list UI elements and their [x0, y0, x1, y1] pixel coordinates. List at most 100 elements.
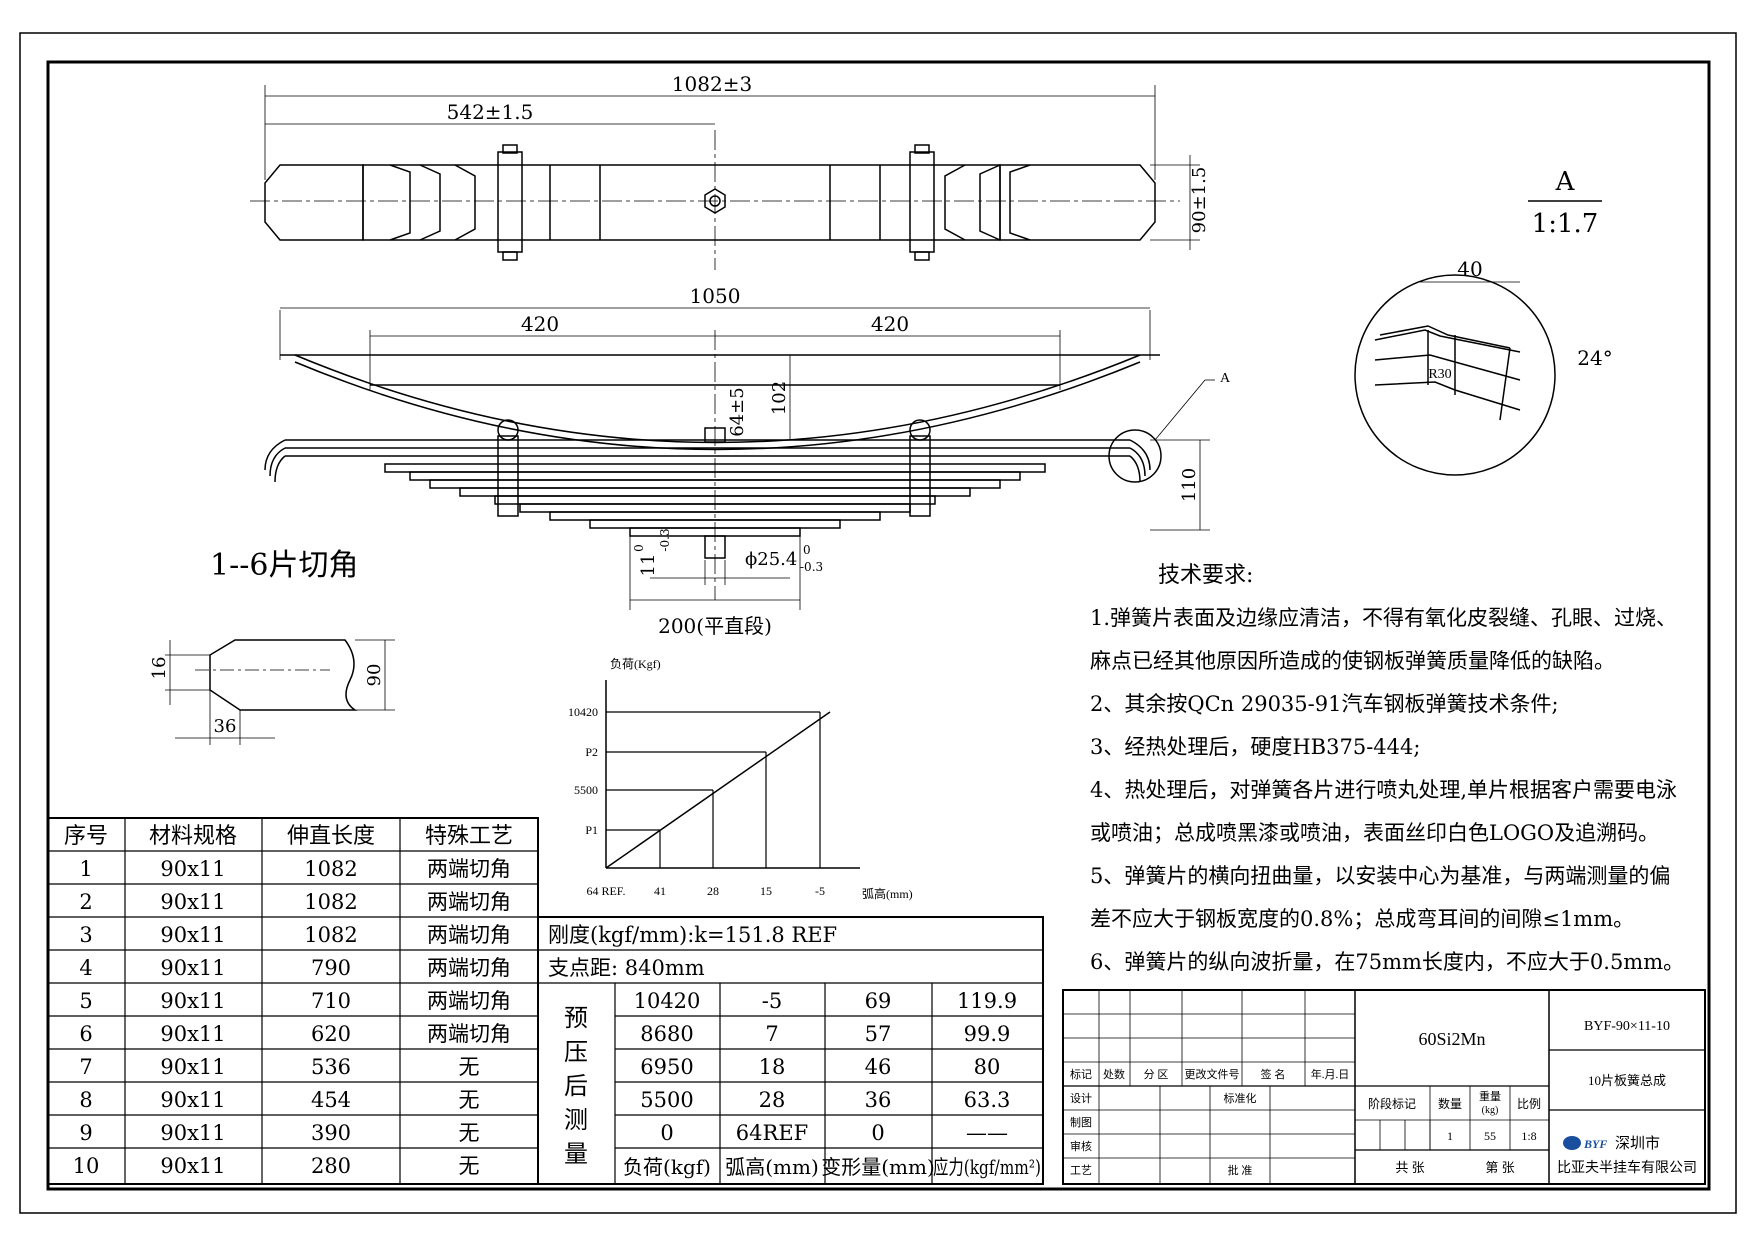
spec-header-load: 负荷(kgf)	[623, 1155, 711, 1179]
spec-side-char: 预	[564, 1004, 588, 1032]
dim-left-half: 420	[521, 312, 559, 336]
parts-table-header: 序号 材料规格 伸直长度 特殊工艺	[64, 824, 513, 849]
cell-length: 1082	[304, 923, 357, 947]
chart-x-tick-label: 64 REF.	[586, 884, 625, 898]
tech-requirement-line: 5、弹簧片的横向扭曲量，以安装中心为基准，与两端测量的偏	[1090, 864, 1670, 888]
chart-x-axis-label: 弧高(mm)	[862, 886, 913, 901]
quantity-label: 数量	[1438, 1096, 1462, 1111]
cut-corner-title: 1--6片切角	[210, 548, 358, 583]
cell-arc: 7	[765, 1022, 778, 1046]
spec-support-distance: 支点距: 840mm	[548, 956, 705, 980]
cell-stress: 119.9	[957, 989, 1017, 1013]
parts-header-material: 材料规格	[149, 824, 237, 849]
standardize-label: 标准化	[1224, 1091, 1257, 1105]
tech-requirements-list: 1.弹簧片表面及边缘应清洁，不得有氧化皮裂缝、孔眼、过烧、 麻点已经其他原因所造…	[1090, 606, 1684, 974]
company-name: 比亚夫半挂车有限公司	[1557, 1159, 1697, 1176]
sheet-number: 第 张	[1485, 1160, 1514, 1175]
sign-label: 设计	[1070, 1092, 1092, 1105]
cell-arc: 18	[759, 1055, 786, 1079]
cell-load: 0	[660, 1121, 673, 1145]
revision-headers: 标记 处数 分 区 更改文件号 签 名 年.月.日	[1070, 1067, 1349, 1081]
cell-no: 6	[79, 1022, 92, 1046]
cell-material: 90x11	[160, 1088, 225, 1112]
cell-length: 710	[311, 989, 351, 1013]
cell-process: 无	[459, 1154, 480, 1178]
sign-label: 制图	[1070, 1116, 1092, 1129]
spec-header-stress: 应力(kgf/mm²)	[933, 1155, 1041, 1179]
weight-value: 55	[1484, 1129, 1496, 1143]
table-row: 5 90x11 710 两端切角	[79, 989, 511, 1013]
chart-series-line	[605, 711, 831, 869]
dim-center-bolt-tol-lower: -0.3	[800, 560, 823, 574]
cell-length: 454	[311, 1088, 351, 1112]
weight-unit: (kg)	[1482, 1105, 1499, 1116]
cell-process: 两端切角	[427, 857, 511, 881]
company-logo: BYF	[1563, 1136, 1607, 1151]
spec-table-header: 负荷(kgf) 弧高(mm) 变形量(mm) 应力(kgf/mm²)	[623, 1155, 1041, 1179]
quantity-value: 1	[1447, 1129, 1453, 1143]
drawing-number: BYF-90×11-10	[1584, 1019, 1670, 1034]
spec-header-arc: 弧高(mm)	[725, 1155, 819, 1179]
cell-stress: 80	[974, 1055, 1001, 1079]
parts-header-process: 特殊工艺	[425, 824, 513, 849]
spec-stiffness: 刚度(kgf/mm):k=151.8 REF	[548, 923, 837, 947]
detail-view-a	[1354, 274, 1556, 476]
cell-process: 两端切角	[427, 989, 511, 1013]
scale-label: 比例	[1517, 1097, 1541, 1111]
cell-material: 90x11	[160, 989, 225, 1013]
tech-requirement-line: 或喷油；总成喷黑漆或喷油，表面丝印白色LOGO及追溯码。	[1090, 821, 1659, 845]
cell-no: 3	[79, 923, 92, 947]
material-grade: 60Si2Mn	[1418, 1029, 1485, 1049]
cell-material: 90x11	[160, 1121, 225, 1145]
spec-header-deform: 变形量(mm)	[821, 1155, 935, 1179]
cell-material: 90x11	[160, 1022, 225, 1046]
spec-table	[537, 916, 1044, 1185]
cell-no: 9	[79, 1121, 92, 1145]
inner-border	[46, 60, 1711, 1191]
dim-leaf-tol-upper: 0	[632, 544, 646, 552]
company-city: 深圳市	[1615, 1135, 1660, 1152]
tech-requirement-line: 6、弹簧片的纵向波折量，在75mm长度内，不应大于0.5mm。	[1090, 950, 1684, 974]
chart-y-axis-label: 负荷(Kgf)	[610, 657, 661, 671]
rev-header: 处数	[1103, 1068, 1125, 1081]
signature-labels: 设计 制图 审核 工艺 标准化 批 准	[1070, 1091, 1257, 1177]
cell-no: 1	[79, 857, 92, 881]
side-view	[264, 307, 1215, 610]
cell-length: 390	[311, 1121, 351, 1145]
tech-requirement-line: 1.弹簧片表面及边缘应清洁，不得有氧化皮裂缝、孔眼、过烧、	[1090, 606, 1677, 630]
cell-load: 5500	[640, 1088, 693, 1112]
chart-y-tick-label: P1	[585, 823, 598, 837]
cell-no: 10	[73, 1154, 100, 1178]
chart-x-tick-label: 15	[760, 884, 772, 898]
approve-label: 批 准	[1228, 1163, 1253, 1177]
spec-side-char: 压	[564, 1038, 588, 1066]
cell-no: 5	[79, 989, 92, 1013]
cell-length: 1082	[304, 857, 357, 881]
cell-length: 790	[311, 956, 351, 980]
title-block	[1062, 989, 1706, 1185]
dim-top-half-length: 542±1.5	[447, 100, 534, 124]
top-view	[250, 85, 1200, 270]
cell-load: 8680	[640, 1022, 693, 1046]
cell-length: 280	[311, 1154, 351, 1178]
cell-length: 1082	[304, 890, 357, 914]
cell-no: 2	[79, 890, 92, 914]
chart-x-tick-label: 41	[654, 884, 666, 898]
total-sheets: 共 张	[1395, 1160, 1424, 1175]
tech-requirement-line: 3、经热处理后，硬度HB375-444;	[1090, 735, 1420, 759]
parts-header-no: 序号	[64, 824, 108, 849]
dim-span: 1050	[690, 284, 741, 308]
cut-corner-sketch	[165, 639, 395, 745]
tech-requirement-line: 差不应大于钢板宽度的0.8%；总成弯耳间的间隙≤1mm。	[1090, 907, 1634, 931]
cell-arc: 64REF	[736, 1121, 808, 1145]
